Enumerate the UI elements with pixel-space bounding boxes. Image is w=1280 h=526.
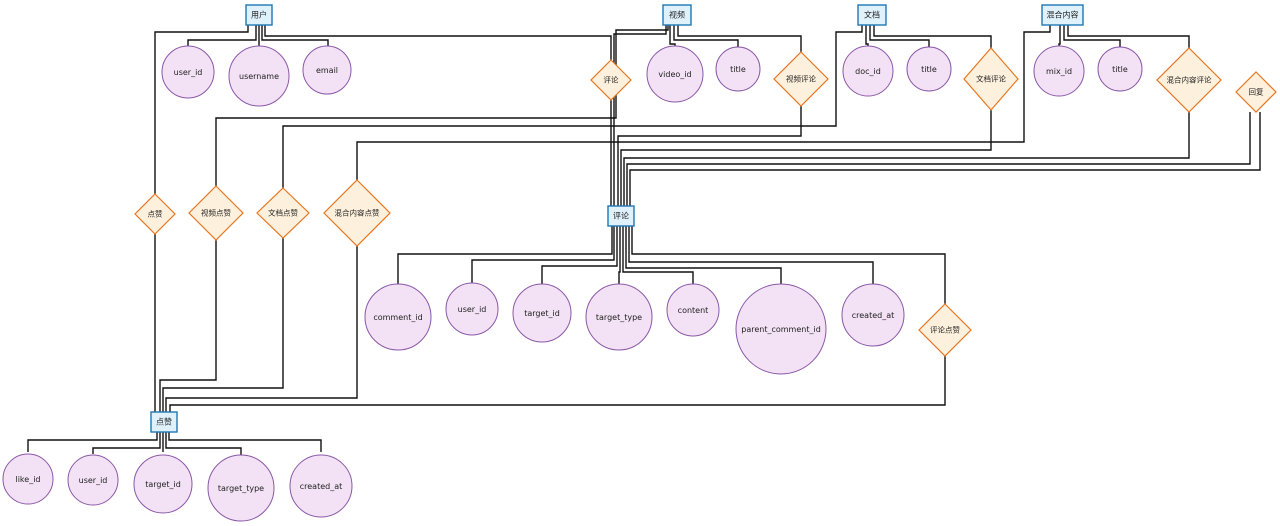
svg-text:视频: 视频 (669, 10, 685, 20)
entity-user[interactable]: 用户 (245, 4, 273, 26)
attr-doc-title: title (906, 46, 952, 92)
relation-user-like[interactable]: 点赞 (134, 193, 176, 235)
attr-like-id: like_id (2, 453, 54, 505)
svg-text:文档评论: 文档评论 (976, 74, 1006, 84)
svg-text:content: content (678, 306, 709, 315)
svg-text:文档: 文档 (864, 10, 880, 20)
svg-text:回复: 回复 (1249, 87, 1265, 97)
svg-text:video_id: video_id (658, 70, 691, 79)
relation-reply[interactable]: 回复 (1235, 71, 1277, 113)
svg-text:target_type: target_type (596, 313, 642, 322)
relation-mix-comment[interactable]: 混合内容评论 (1156, 47, 1222, 113)
entity-comment[interactable]: 评论 (607, 205, 635, 227)
entity-mix[interactable]: 混合内容 (1041, 4, 1084, 26)
attr-comment-target-type: target_type (585, 283, 653, 351)
attr-mix-title: title (1097, 46, 1143, 92)
svg-text:混合内容点赞: 混合内容点赞 (335, 208, 380, 218)
svg-text:混合内容: 混合内容 (1047, 10, 1079, 20)
svg-text:like_id: like_id (15, 475, 40, 484)
svg-text:email: email (316, 66, 338, 75)
svg-text:comment_id: comment_id (373, 313, 422, 322)
attr-mix-id: mix_id (1033, 45, 1085, 97)
attr-comment-target-id: target_id (512, 283, 572, 343)
relation-video-like[interactable]: 视频点赞 (188, 185, 244, 241)
svg-text:created_at: created_at (300, 482, 343, 491)
svg-text:评论点赞: 评论点赞 (930, 325, 960, 335)
svg-text:username: username (239, 72, 279, 81)
svg-text:视频评论: 视频评论 (786, 74, 816, 84)
svg-text:点赞: 点赞 (148, 209, 163, 219)
svg-text:混合内容评论: 混合内容评论 (1167, 75, 1212, 85)
entity-video[interactable]: 视频 (662, 4, 692, 26)
svg-text:用户: 用户 (251, 10, 267, 20)
attr-like-target-type: target_type (207, 454, 275, 522)
attr-comment-created-at: created_at (841, 283, 905, 347)
attr-username: username (228, 45, 290, 107)
attr-like-target-id: target_id (133, 454, 193, 514)
svg-text:视频点赞: 视频点赞 (201, 208, 231, 218)
entity-doc[interactable]: 文档 (857, 4, 887, 26)
svg-text:target_type: target_type (218, 484, 264, 493)
attr-email: email (302, 45, 352, 95)
svg-text:mix_id: mix_id (1046, 67, 1072, 76)
svg-text:文档点赞: 文档点赞 (268, 208, 298, 218)
relation-user-comment[interactable]: 评论 (590, 59, 632, 101)
attr-parent-comment-id: parent_comment_id (735, 283, 827, 375)
attr-video-id: video_id (646, 45, 704, 103)
attr-comment-user-id: user_id (445, 282, 499, 336)
relation-video-comment[interactable]: 视频评论 (773, 51, 829, 107)
attr-doc-id: doc_id (842, 45, 894, 97)
svg-text:user_id: user_id (458, 305, 487, 314)
svg-text:doc_id: doc_id (855, 67, 881, 76)
svg-text:target_id: target_id (524, 309, 560, 318)
relation-mix-like[interactable]: 混合内容点赞 (323, 179, 391, 247)
attr-video-title: title (715, 46, 761, 92)
entity-like[interactable]: 点赞 (150, 411, 178, 433)
svg-text:title: title (921, 65, 937, 74)
svg-text:created_at: created_at (852, 311, 895, 320)
svg-text:评论: 评论 (604, 75, 619, 85)
attr-comment-id: comment_id (364, 283, 432, 351)
connector-lines (27, 25, 1261, 456)
attr-user-id: user_id (161, 45, 215, 99)
relation-doc-like[interactable]: 文档点赞 (256, 187, 310, 239)
svg-text:title: title (730, 65, 746, 74)
relation-comment-like[interactable]: 评论点赞 (918, 303, 972, 357)
svg-text:点赞: 点赞 (156, 417, 172, 427)
svg-text:评论: 评论 (613, 211, 629, 221)
attr-content: content (666, 283, 720, 337)
attr-like-user-id: user_id (67, 454, 119, 506)
svg-text:title: title (1112, 65, 1128, 74)
attr-like-created-at: created_at (289, 454, 353, 518)
svg-text:parent_comment_id: parent_comment_id (741, 325, 821, 334)
relation-doc-comment[interactable]: 文档评论 (963, 47, 1019, 111)
svg-text:user_id: user_id (79, 476, 108, 485)
svg-text:user_id: user_id (174, 68, 203, 77)
svg-text:target_id: target_id (145, 480, 181, 489)
